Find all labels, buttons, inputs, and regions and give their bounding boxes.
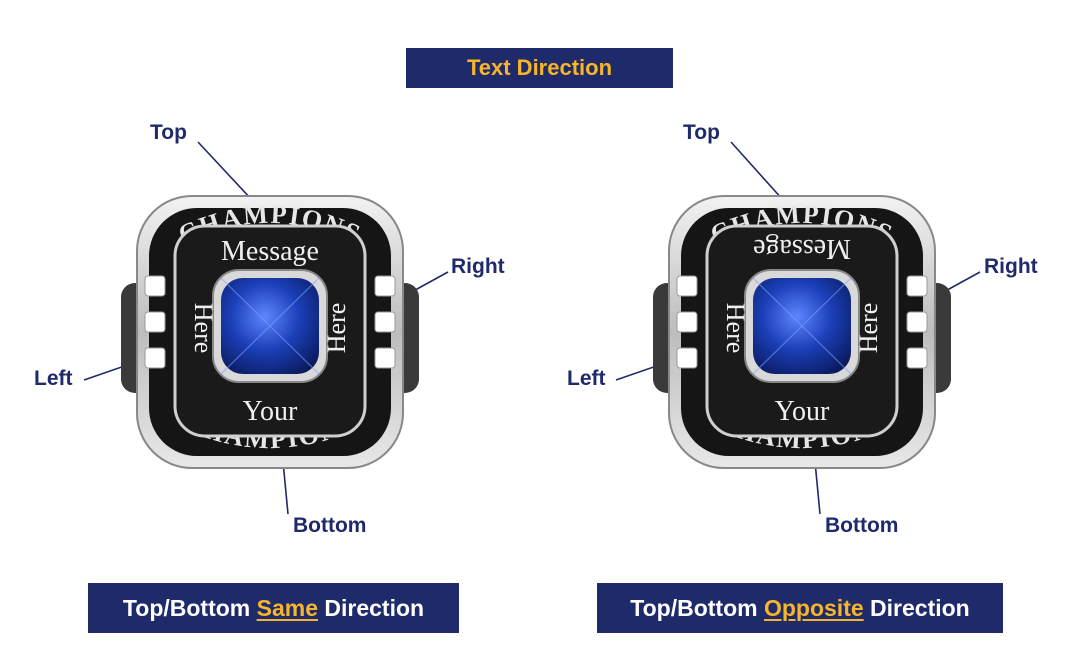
caption-banner-opposite: Top/Bottom Opposite Direction — [597, 583, 1003, 633]
label-top-left-panel: Top — [150, 121, 187, 144]
ring-stones-right — [374, 275, 396, 369]
label-bottom-left-panel: Bottom — [293, 514, 367, 537]
caption-suffix: Direction — [318, 594, 425, 621]
caption-prefix: Top/Bottom — [630, 594, 764, 621]
caption-prefix: Top/Bottom — [122, 594, 257, 621]
caption-suffix: Direction — [863, 594, 970, 621]
ring-text-right: Here — [322, 303, 351, 354]
title-text: Text Direction — [466, 55, 613, 80]
ring-text-top-flipped: Message — [753, 233, 851, 264]
title-banner: Text Direction — [406, 48, 673, 88]
label-left-left-panel: Left — [34, 367, 73, 390]
caption-banner-same: Top/Bottom Same Direction — [88, 583, 459, 633]
label-left-right-panel: Left — [567, 367, 606, 390]
ring-text-left: Here — [721, 303, 750, 354]
ring-text-top: Message — [221, 236, 319, 267]
label-bottom-right-panel: Bottom — [825, 514, 899, 537]
ring-text-bottom: Your — [243, 396, 298, 427]
ring-text-bottom: Your — [775, 396, 830, 427]
ring-stones-left — [676, 275, 698, 369]
ring-illustration-opposite: CHAMPIONS CHAMPIONS Message Your Here He… — [653, 195, 951, 469]
ring-illustration-same: CHAMPIONS CHAMPIONS Message Your Here He… — [121, 195, 419, 469]
ring-stones-left — [144, 275, 166, 369]
ring-text-right: Here — [854, 303, 883, 354]
label-right-right-panel: Right — [984, 255, 1038, 278]
caption-highlight: Same — [256, 594, 318, 621]
label-top-right-panel: Top — [683, 121, 720, 144]
ring-stones-right — [906, 275, 928, 369]
caption-highlight: Opposite — [763, 594, 864, 621]
label-right-left-panel: Right — [451, 255, 505, 278]
ring-text-left: Here — [189, 303, 218, 354]
